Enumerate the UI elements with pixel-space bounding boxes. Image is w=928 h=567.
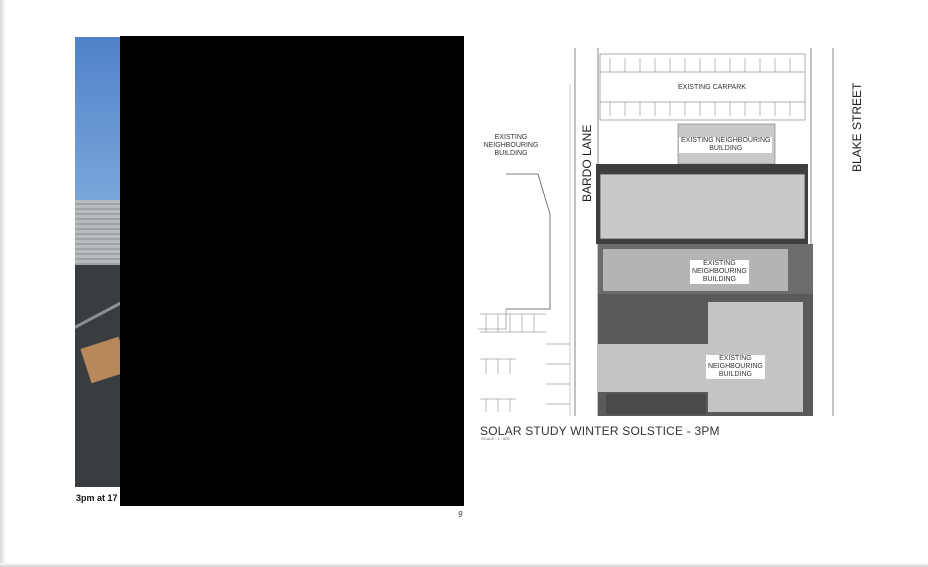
page-left-shadow xyxy=(0,0,6,567)
street-label-blake-street: BLAKE STREET xyxy=(850,82,864,172)
photo-sky xyxy=(75,37,121,202)
label-north-building: EXISTING NEIGHBOURING BUILDING xyxy=(679,137,773,153)
street-label-bardo-lane: BARDO LANE xyxy=(580,124,594,202)
photo-building xyxy=(75,200,121,265)
page-bottom-shadow xyxy=(0,563,928,567)
plan-title: SOLAR STUDY WINTER SOLSTICE - 3PM xyxy=(480,424,720,438)
site-plan-drawing xyxy=(478,48,834,416)
page-number: 9 xyxy=(458,510,463,519)
label-west-building: EXISTING NEIGHBOURING BUILDING xyxy=(483,134,539,157)
label-middle-building: EXISTING NEIGHBOURING BUILDING xyxy=(690,260,749,284)
label-south-building: EXISTING NEIGHBOURING BUILDING xyxy=(706,355,765,379)
redacted-block xyxy=(120,36,464,506)
solar-study-site-plan: EXISTING CARPARK EXISTING NEIGHBOURING B… xyxy=(478,44,864,416)
label-existing-carpark: EXISTING CARPARK xyxy=(678,84,746,91)
photo-caption: 3pm at 17 xyxy=(76,493,118,503)
plan-scale: SCALE : 1 : 500 xyxy=(481,436,510,441)
site-photo xyxy=(75,37,121,487)
